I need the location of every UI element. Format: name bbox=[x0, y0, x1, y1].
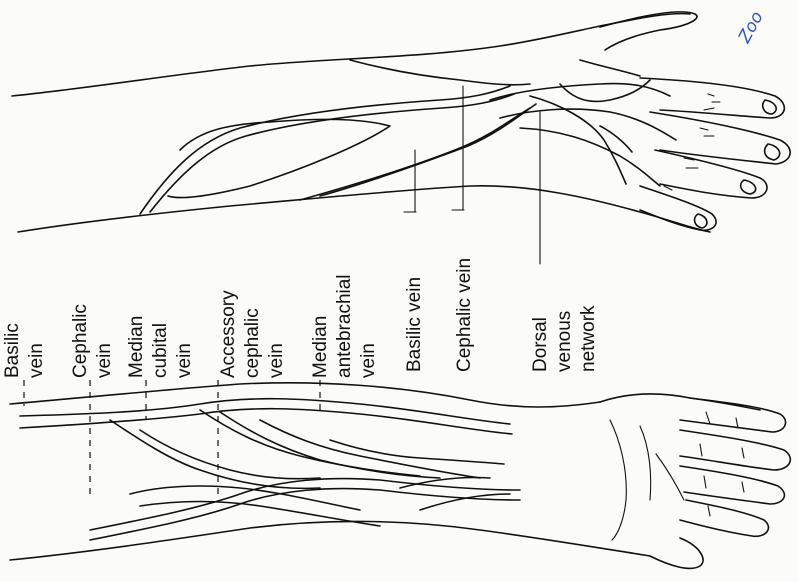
label-accessory-cephalic-vein-line-1: Accessory bbox=[218, 290, 239, 378]
label-cephalic-vein: Cephalic vein bbox=[70, 304, 115, 378]
label-basilic-vein-line-1: Basilic bbox=[2, 323, 23, 378]
label-median-antebrachial-vein: Median antebrachial vein bbox=[310, 274, 379, 378]
label-accessory-cephalic-vein-line-3: vein bbox=[266, 343, 287, 378]
handwritten-annotation: Zoo bbox=[734, 8, 767, 47]
label-median-cubital-vein-line-3: vein bbox=[174, 343, 195, 378]
label-median-cubital-vein: Median cubital vein bbox=[126, 316, 195, 378]
label-accessory-cephalic-vein-line-2: cephalic bbox=[242, 308, 263, 378]
label-cephalic-vein-line-2: vein bbox=[94, 343, 115, 378]
label-dorsal-venous-network-line-2: venous bbox=[554, 311, 575, 372]
label-accessory-cephalic-vein: Accessory cephalic vein bbox=[218, 290, 287, 378]
label-median-cubital-vein-line-2: cubital bbox=[150, 323, 171, 378]
label-median-antebrachial-vein-line-3: vein bbox=[358, 343, 379, 378]
label-cephalic-vein-line-1: Cephalic bbox=[70, 304, 91, 378]
label-dorsal-venous-network-line-3: network bbox=[578, 305, 599, 372]
label-median-antebrachial-vein-line-2: antebrachial bbox=[334, 274, 355, 378]
label-cephalic-vein-dorsal: Cephalic vein bbox=[454, 258, 475, 372]
dorsal-arm-drawing bbox=[12, 12, 790, 264]
label-median-antebrachial-vein-line-1: Median bbox=[310, 316, 331, 378]
label-basilic-vein-line-2: vein bbox=[26, 343, 47, 378]
label-dorsal-venous-network-line-1: Dorsal bbox=[530, 317, 551, 372]
palmar-arm-drawing bbox=[10, 380, 790, 568]
handwritten-annotation-text: Zoo bbox=[734, 8, 767, 47]
label-basilic-vein-dorsal-text: Basilic vein bbox=[404, 277, 425, 372]
label-basilic-vein: Basilic vein bbox=[2, 323, 47, 378]
label-median-cubital-vein-line-1: Median bbox=[126, 316, 147, 378]
label-dorsal-venous-network: Dorsal venous network bbox=[530, 305, 599, 372]
label-basilic-vein-dorsal: Basilic vein bbox=[404, 277, 425, 372]
label-cephalic-vein-dorsal-text: Cephalic vein bbox=[454, 258, 475, 372]
